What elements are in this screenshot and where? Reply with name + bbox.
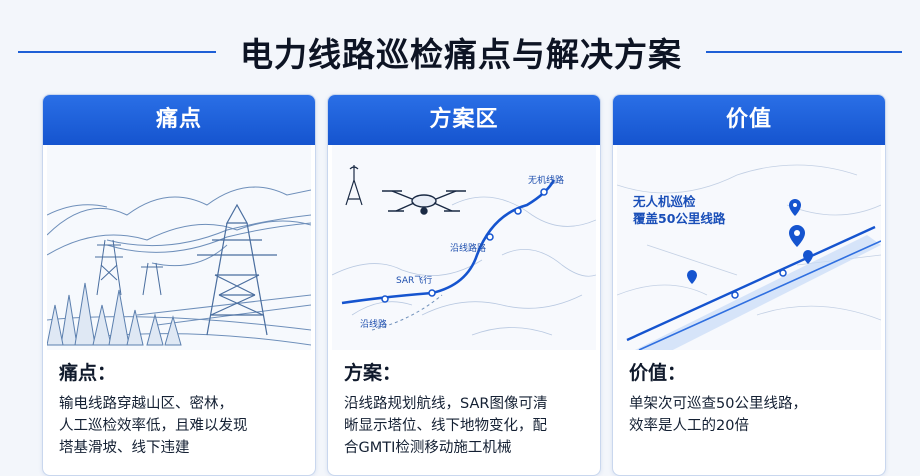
description-line: 塔基滑坡、线下违建 [59, 440, 190, 456]
location-pin-icon [789, 225, 805, 247]
title-row: 电力线路巡检痛点与解决方案 [0, 28, 920, 76]
card-description: 单架次可巡查50公里线路， 效率是人工的20倍 [629, 393, 873, 437]
title-divider-right [706, 51, 902, 53]
card-header: 方案区 [328, 95, 600, 145]
card-body: 价值： 单架次可巡查50公里线路， 效率是人工的20倍 [613, 350, 885, 437]
drone-icon [382, 190, 466, 215]
description-line: 晰显示塔位、线下地物变化，配 [344, 418, 547, 434]
card-subtitle: 痛点： [59, 362, 117, 384]
coverage-label-line: 无人机巡检 [633, 194, 696, 209]
map-label: 沿线路 [360, 320, 388, 330]
map-label: SAR飞行 [396, 276, 433, 286]
antenna-tower-icon [345, 165, 363, 206]
card-header: 价值 [613, 95, 885, 145]
page-title: 电力线路巡检痛点与解决方案 [240, 35, 682, 74]
card-body: 痛点： 输电线路穿越山区、密林， 人工巡检效率低，且难以发现 塔基滑坡、线下违建 [43, 350, 315, 459]
power-tower-icon [95, 239, 123, 296]
coverage-label-line: 覆盖50公里线路 [633, 211, 726, 226]
card-solution: 方案区 [327, 94, 601, 476]
card-pain-points: 痛点 [42, 94, 316, 476]
coverage-map [617, 145, 881, 350]
card-description: 沿线路规划航线，SAR图像可清 晰显示塔位、线下地物变化，配 合GMTI检测移动… [344, 393, 588, 459]
illustration-coverage-map: 无人机巡检 覆盖50公里线路 [617, 145, 881, 350]
title-divider-left [18, 51, 216, 53]
mountain-power-line-drawing [47, 145, 311, 350]
illustration-flight-route-map: 无机线路 沿线路路 SAR飞行 沿线路 [332, 145, 596, 350]
description-line: 人工巡检效率低，且难以发现 [59, 418, 248, 434]
location-pin-icon [803, 250, 813, 264]
description-line: 合GMTI检测移动施工机械 [344, 440, 512, 456]
card-subtitle: 价值： [629, 362, 687, 384]
card-description: 输电线路穿越山区、密林， 人工巡检效率低，且难以发现 塔基滑坡、线下违建 [59, 393, 303, 459]
location-pin-icon [789, 199, 801, 216]
description-line: 输电线路穿越山区、密林， [59, 396, 233, 412]
description-line: 效率是人工的20倍 [629, 418, 749, 434]
description-line: 单架次可巡查50公里线路， [629, 396, 807, 412]
card-header: 痛点 [43, 95, 315, 145]
map-label: 沿线路路 [450, 244, 487, 254]
flight-route-map [332, 145, 596, 350]
power-tower-icon [197, 203, 277, 336]
location-pin-icon [687, 270, 697, 284]
power-tower-icon [141, 262, 163, 296]
card-body: 方案： 沿线路规划航线，SAR图像可清 晰显示塔位、线下地物变化，配 合GMTI… [328, 350, 600, 459]
illustration-mountain-power-line [47, 145, 311, 350]
coverage-label: 无人机巡检 覆盖50公里线路 [633, 193, 725, 227]
card-subtitle: 方案： [344, 362, 402, 384]
card-value: 价值 [612, 94, 886, 476]
description-line: 沿线路规划航线，SAR图像可清 [344, 396, 548, 412]
map-label: 无机线路 [528, 176, 565, 186]
